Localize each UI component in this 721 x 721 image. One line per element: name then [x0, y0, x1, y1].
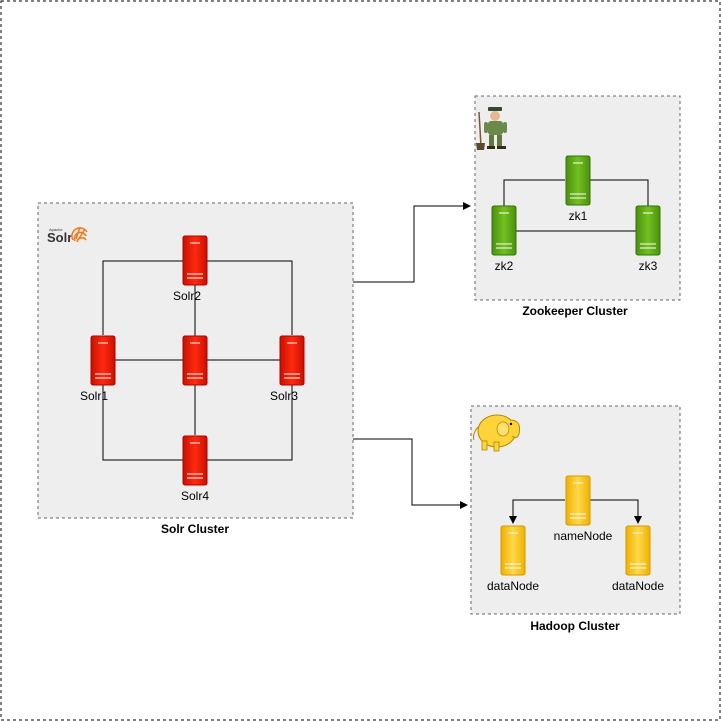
- solr-sun-icon: [71, 226, 88, 243]
- zookeeper-keeper-icon: [476, 107, 507, 150]
- solr1-solr4-link: [102, 385, 195, 461]
- solr-cluster: Apache Solr: [37, 202, 354, 536]
- solr-to-hadoop-arrow: [353, 438, 468, 509]
- solr1-server[interactable]: [90, 335, 116, 386]
- namenode-server[interactable]: [565, 475, 591, 526]
- zookeeper-cluster-label: Zookeeper Cluster: [522, 304, 628, 318]
- datanode1-server[interactable]: [500, 525, 526, 576]
- datanode1-label: dataNode: [487, 579, 539, 593]
- hadoop-elephant-icon: [473, 414, 521, 452]
- solr-cluster-label: Solr Cluster: [161, 522, 229, 536]
- hadoop-cluster-label: Hadoop Cluster: [530, 619, 620, 633]
- solr-logo: Apache Solr: [47, 226, 88, 245]
- solr-logo-text: Solr: [47, 230, 72, 245]
- zk2-server[interactable]: [491, 205, 517, 256]
- solr3-label: Solr3: [270, 389, 298, 403]
- zk2-zk1-link: [503, 179, 565, 206]
- solr4-server[interactable]: [182, 435, 208, 486]
- zookeeper-connections: [503, 179, 649, 232]
- solr4-label: Solr4: [181, 489, 209, 503]
- hadoop-cluster: nameNode dataNode dataNode Hadoop Cluste…: [470, 405, 681, 633]
- solr2-server[interactable]: [182, 235, 208, 286]
- solr3-server[interactable]: [279, 335, 305, 386]
- zk1-label: zk1: [569, 209, 588, 223]
- zk2-label: zk2: [495, 259, 514, 273]
- solr1-solr2-link: [102, 260, 195, 335]
- solr2-label: Solr2: [173, 289, 201, 303]
- solr3-solr4-link: [195, 385, 293, 461]
- zk3-label: zk3: [639, 259, 658, 273]
- solr-center-server[interactable]: [182, 335, 208, 386]
- hadoop-connections: [509, 499, 642, 524]
- zk1-server[interactable]: [565, 155, 591, 206]
- zk3-server[interactable]: [635, 205, 661, 256]
- datanode2-label: dataNode: [612, 579, 664, 593]
- zk1-zk3-link: [590, 179, 649, 206]
- solr2-solr3-link: [195, 260, 293, 335]
- namenode-to-datanode2-arrow: [590, 499, 642, 524]
- namenode-label: nameNode: [554, 529, 613, 543]
- datanode2-server[interactable]: [625, 525, 651, 576]
- zookeeper-cluster: zk1 zk2 zk3 Zookeeper Cluster: [474, 95, 681, 318]
- solr-logo-apache-text: Apache: [49, 227, 63, 232]
- solr1-label: Solr1: [80, 389, 108, 403]
- solr-to-zookeeper-arrow: [353, 202, 471, 283]
- namenode-to-datanode1-arrow: [509, 499, 565, 524]
